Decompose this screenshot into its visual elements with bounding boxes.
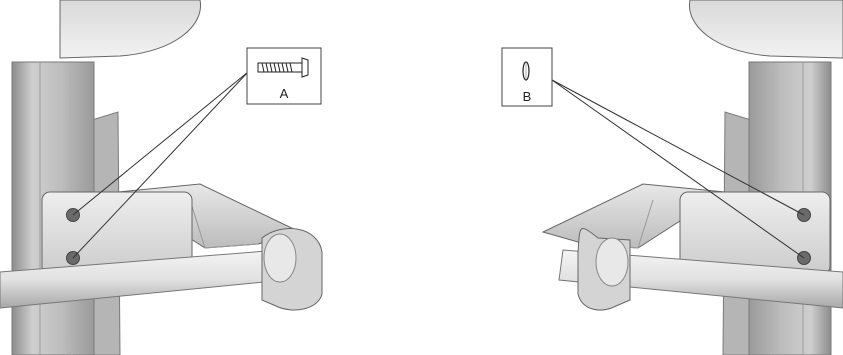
callout-b-label: B [523,89,532,104]
callout-b: B [502,48,552,106]
right-bowl [689,0,843,58]
callout-a: A [247,48,321,104]
washer-icon [523,62,529,80]
callout-a-label: A [280,86,289,101]
left-bowl [60,0,201,58]
right-assembly [543,0,843,355]
